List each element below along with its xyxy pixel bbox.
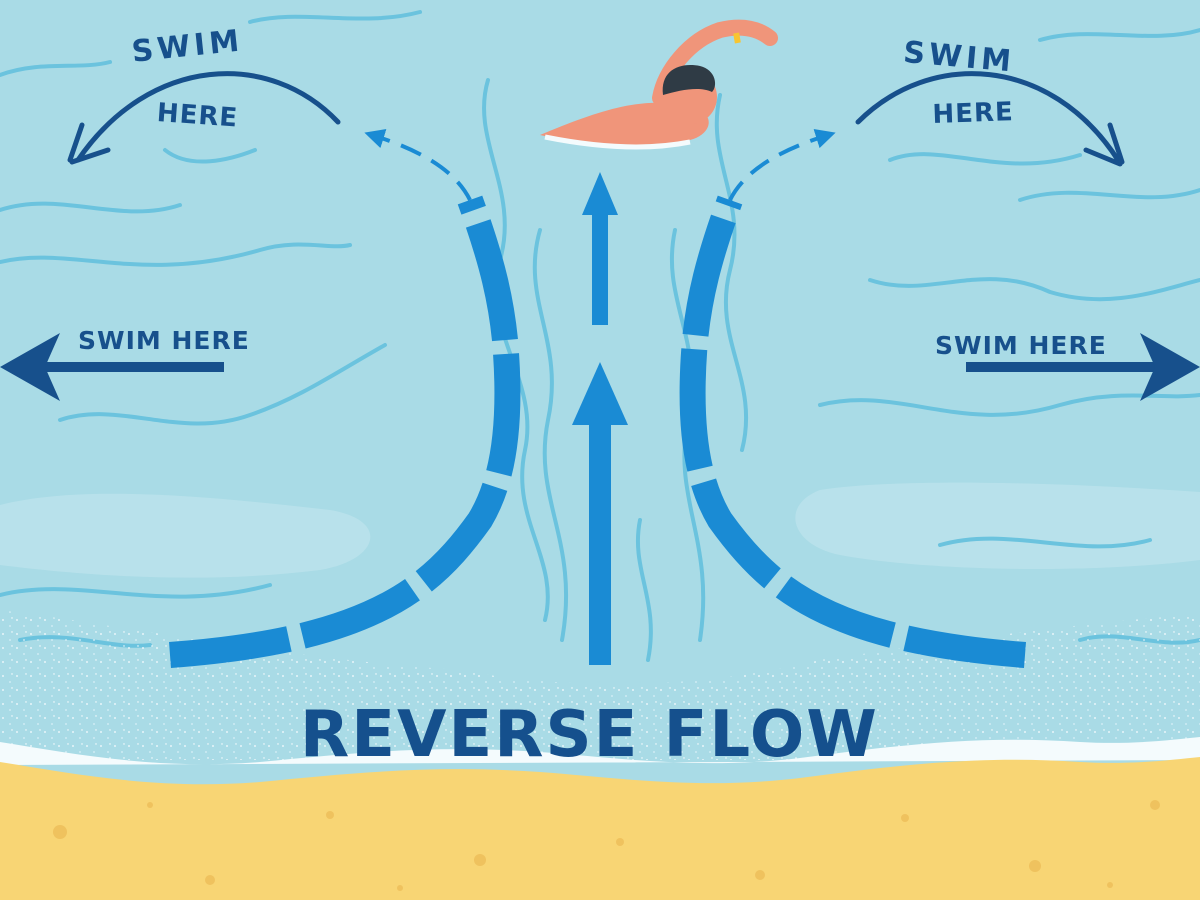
right-current-arrow [728,129,836,201]
water-patch-left [0,493,371,578]
left-current-arrow [364,129,472,201]
center-arrow-shaft-lower [589,395,611,665]
swimmer-icon [540,19,778,150]
center-arrow-head-upper [582,172,618,215]
swim-here-label-left: SWIM HERE [78,326,250,355]
swim-here-label-right: SWIM HERE [935,331,1107,360]
sand [0,757,1200,900]
center-arrow-head-lower [572,362,628,425]
right-current-band [679,195,1027,668]
swim-arrow-left-head [0,333,60,401]
left-current-band [169,195,521,668]
here-label-top-right: HERE [932,97,1015,130]
here-label-top-left: HERE [155,98,240,134]
center-arrow-shaft-upper [592,200,608,325]
swim-arrow-left-shaft [18,362,224,372]
diagram-title: REVERSE FLOW [300,698,879,772]
foam-zone [0,610,1200,760]
swim-arrow-top-right-head [1083,122,1125,167]
surf-line [0,737,1200,765]
swim-arrow-top-left [75,71,341,163]
swim-arrow-top-left-head [67,122,111,165]
swim-arrow-top-right [855,71,1121,163]
water-patch-right [795,482,1200,570]
center-current-arrows [572,172,628,665]
swim-arrows [67,71,1125,167]
wave-lines [0,10,1200,648]
swim-arrow-right-head [1140,333,1200,401]
swim-arrow-right-shaft [966,362,1166,372]
sand-speckles [53,800,1160,891]
